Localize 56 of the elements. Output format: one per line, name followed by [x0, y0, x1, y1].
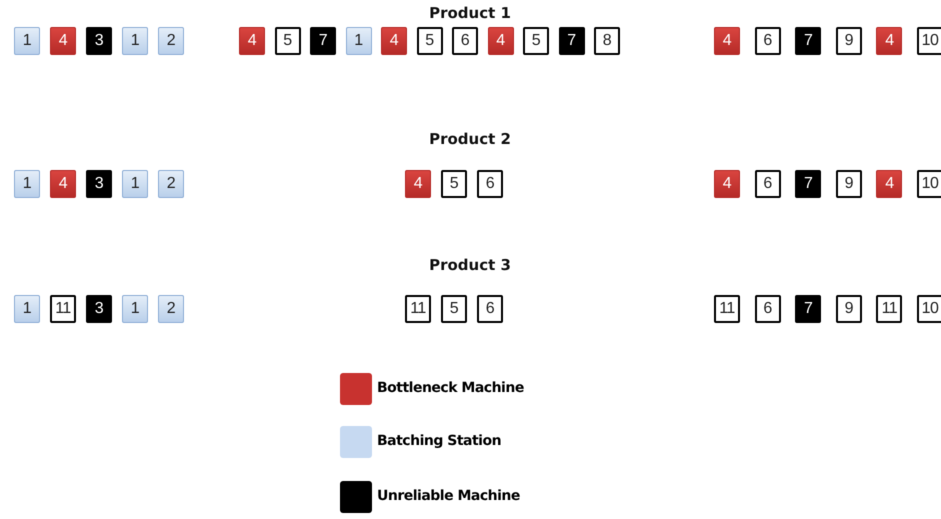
machine-box: 7 [795, 295, 822, 323]
product-heading: Product 1 [429, 4, 511, 22]
machine-box: 5 [416, 27, 442, 55]
machine-box: 7 [310, 27, 336, 55]
legend-label: Bottleneck Machine [377, 380, 524, 396]
product-heading: Product 3 [429, 256, 511, 274]
machine-box: 7 [795, 170, 822, 198]
machine-box: 1 [14, 170, 40, 198]
machine-box: 6 [477, 170, 503, 198]
machine-box: 6 [754, 295, 781, 323]
machine-box: 6 [754, 27, 781, 55]
machine-box: 4 [876, 170, 902, 198]
machine-box: 4 [714, 27, 740, 55]
machine-box: 9 [836, 170, 862, 198]
machine-box: 2 [158, 295, 184, 323]
machine-box: 1 [122, 27, 148, 55]
machine-box: 4 [876, 27, 902, 55]
machine-box: 9 [836, 295, 862, 323]
machine-box: 4 [381, 27, 407, 55]
machine-box: 11 [876, 295, 902, 323]
machine-box: 11 [50, 295, 76, 323]
machine-box: 10 [917, 295, 941, 323]
machine-box: 8 [594, 27, 620, 55]
product-heading: Product 2 [429, 130, 511, 148]
machine-box: 10 [917, 27, 941, 55]
machine-box: 7 [795, 27, 822, 55]
machine-box: 1 [14, 27, 40, 55]
machine-box: 4 [50, 27, 76, 55]
machine-box: 3 [86, 170, 112, 198]
machine-box: 11 [714, 295, 740, 323]
machine-box: 4 [714, 170, 740, 198]
machine-box: 2 [158, 170, 184, 198]
machine-box: 10 [917, 170, 941, 198]
machine-box: 6 [452, 27, 478, 55]
machine-box: 9 [836, 27, 862, 55]
machine-box: 5 [441, 170, 467, 198]
machine-box: 3 [86, 295, 112, 323]
machine-box: 1 [346, 27, 372, 55]
machine-box: 1 [14, 295, 40, 323]
machine-box: 6 [754, 170, 781, 198]
machine-box: 3 [86, 27, 112, 55]
machine-box: 1 [122, 170, 148, 198]
machine-box: 5 [441, 295, 467, 323]
legend-label: Unreliable Machine [377, 488, 520, 504]
machine-box: 11 [405, 295, 431, 323]
machine-box: 4 [488, 27, 514, 55]
machine-box: 4 [405, 170, 431, 198]
machine-box: 4 [50, 170, 76, 198]
machine-box: 1 [122, 295, 148, 323]
machine-box: 5 [274, 27, 300, 55]
machine-box: 5 [523, 27, 549, 55]
legend-label: Batching Station [377, 433, 502, 449]
machine-box: 4 [239, 27, 265, 55]
machine-box: 7 [558, 27, 584, 55]
machine-box: 6 [477, 295, 503, 323]
machine-box: 2 [158, 27, 184, 55]
